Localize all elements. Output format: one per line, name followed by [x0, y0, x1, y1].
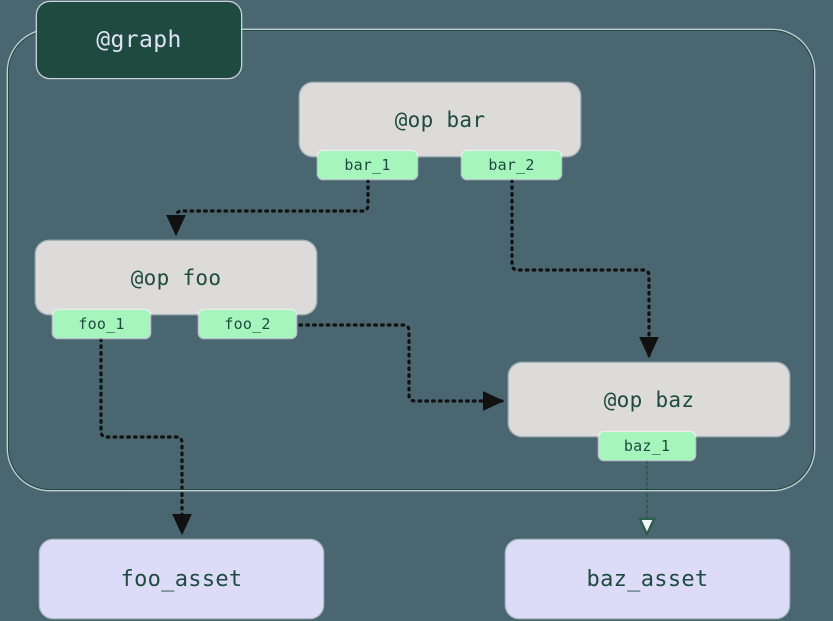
- op-node-bar-title: @op bar: [394, 107, 486, 132]
- op-node-baz-title: @op baz: [603, 387, 695, 412]
- port-foo-2[interactable]: foo_2: [199, 310, 296, 338]
- port-bar-2-label: bar_2: [488, 156, 535, 174]
- asset-node-baz-asset-label: baz_asset: [586, 566, 709, 592]
- asset-node-foo-asset[interactable]: foo_asset: [40, 540, 323, 618]
- graph-label[interactable]: @graph: [37, 2, 241, 78]
- op-node-foo-title: @op foo: [130, 265, 222, 290]
- op-node-foo[interactable]: @op foo: [36, 241, 316, 314]
- port-baz-1-label: baz_1: [623, 437, 671, 455]
- port-foo-2-label: foo_2: [224, 315, 271, 333]
- port-bar-1-label: bar_1: [344, 156, 391, 174]
- op-node-baz[interactable]: @op baz: [509, 363, 789, 436]
- port-baz-1[interactable]: baz_1: [599, 432, 695, 460]
- port-foo-1[interactable]: foo_1: [53, 310, 150, 338]
- asset-node-foo-asset-label: foo_asset: [120, 566, 243, 592]
- port-bar-2[interactable]: bar_2: [462, 151, 561, 179]
- port-bar-1[interactable]: bar_1: [318, 151, 417, 179]
- asset-node-baz-asset[interactable]: baz_asset: [506, 540, 789, 618]
- graph-container[interactable]: [8, 30, 814, 490]
- op-node-bar[interactable]: @op bar: [300, 83, 580, 156]
- port-foo-1-label: foo_1: [78, 315, 125, 333]
